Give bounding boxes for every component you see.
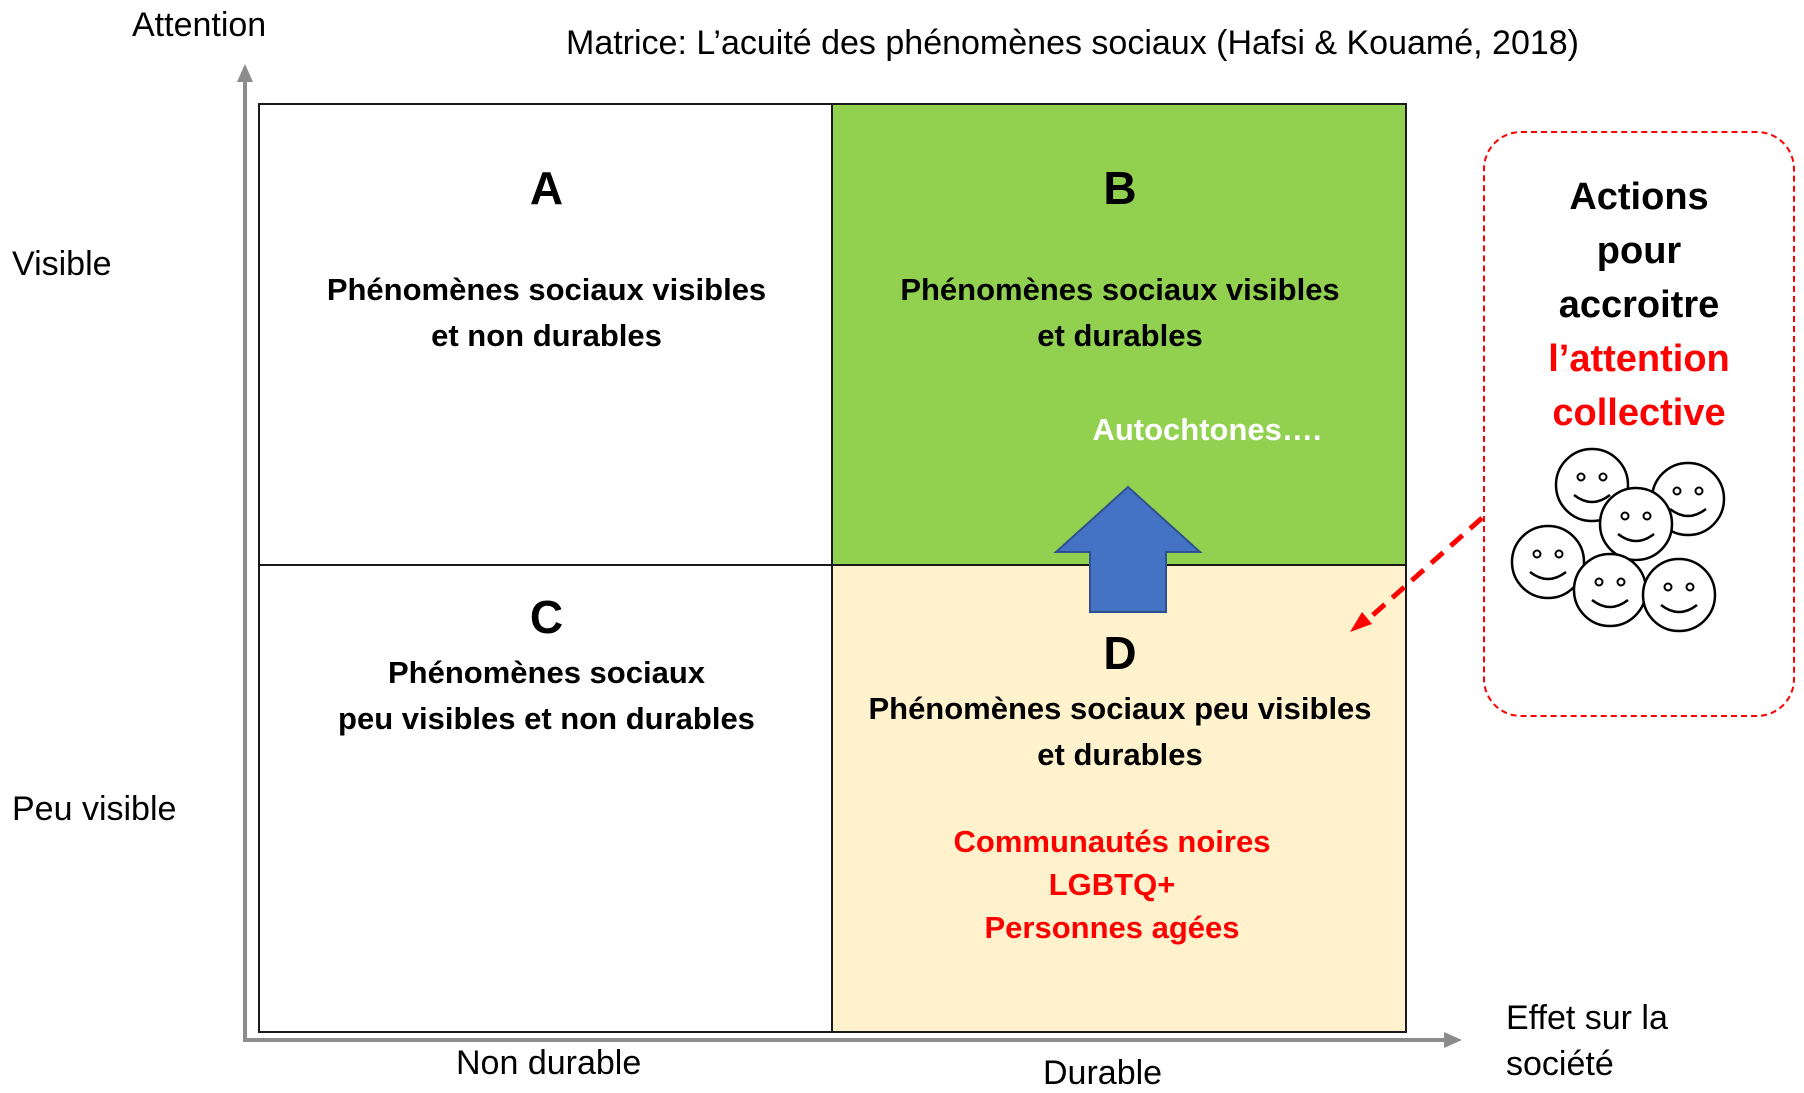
actions-line4: l’attention xyxy=(1548,338,1730,380)
quadrant-b-letter: B xyxy=(1103,162,1137,214)
smiley-face-icon xyxy=(1572,552,1648,628)
smiley-face-icon xyxy=(1641,557,1717,633)
quadrant-c-description: Phénomènes sociaux peu visibles et non d… xyxy=(260,650,833,742)
quadrant-c: C Phénomènes sociaux peu visibles et non… xyxy=(258,564,833,1033)
dashed-connector-arrowhead xyxy=(1350,612,1372,632)
y-axis-title: Attention xyxy=(132,6,267,44)
quadrant-a-letter: A xyxy=(529,162,564,214)
quadrant-d-line2: et durables xyxy=(1037,737,1203,772)
quadrant-d-description: Phénomènes sociaux peu visibles et durab… xyxy=(833,686,1407,778)
quadrant-b-example: Autochtones…. xyxy=(1092,412,1322,447)
quadrant-b: B Phénomènes sociaux visibles et durable… xyxy=(831,103,1407,566)
example-lgbtq: LGBTQ+ xyxy=(1048,867,1176,902)
actions-line1: Actions xyxy=(1569,176,1709,218)
y-axis-high-label: Visible xyxy=(12,245,112,283)
quadrant-a: A Phénomènes sociaux visibles et non dur… xyxy=(258,103,833,566)
quadrant-a-description: Phénomènes sociaux visibles et non durab… xyxy=(260,267,833,359)
quadrant-a-line1: Phénomènes sociaux visibles xyxy=(326,272,767,307)
quadrant-d: D Phénomènes sociaux peu visibles et dur… xyxy=(831,564,1407,1033)
actions-callout-box xyxy=(1483,131,1795,717)
quadrant-a-line2: et non durables xyxy=(431,318,662,353)
y-axis-low-label: Peu visible xyxy=(12,790,177,828)
quadrant-c-line2: peu visibles et non durables xyxy=(338,701,755,736)
x-axis-arrowhead xyxy=(1444,1032,1462,1048)
dashed-connector-line xyxy=(1363,516,1484,624)
example-black-communities: Communautés noires xyxy=(953,824,1271,859)
quadrant-d-line1: Phénomènes sociaux peu visibles xyxy=(868,691,1372,726)
diagram-title: Matrice: L’acuité des phénomènes sociaux… xyxy=(566,24,1579,62)
actions-line2: pour xyxy=(1596,230,1682,272)
y-axis-arrowhead xyxy=(237,64,253,82)
x-axis-title-line1: Effet sur la xyxy=(1506,999,1668,1037)
example-elderly: Personnes agées xyxy=(984,910,1240,945)
x-axis-right-label: Durable xyxy=(1043,1054,1163,1092)
quadrant-d-letter: D xyxy=(1103,627,1137,679)
actions-line5: collective xyxy=(1552,392,1726,434)
x-axis-title-line2: société xyxy=(1506,1045,1614,1083)
x-axis-left-label: Non durable xyxy=(456,1044,642,1082)
quadrant-b-line1: Phénomènes sociaux visibles xyxy=(900,272,1340,307)
up-arrow-icon xyxy=(1053,485,1203,613)
smiley-face-icon xyxy=(1598,486,1674,562)
x-axis-title: Effet sur la société xyxy=(1506,995,1668,1087)
quadrant-d-examples: Communautés noires LGBTQ+ Personnes agée… xyxy=(833,820,1391,949)
actions-callout-text: Actions pour accroitre l’attention colle… xyxy=(1483,170,1795,440)
quadrant-b-line2: et durables xyxy=(1037,318,1203,353)
quadrant-c-letter: C xyxy=(529,591,564,643)
quadrant-b-description: Phénomènes sociaux visibles et durables xyxy=(833,267,1407,359)
quadrant-c-line1: Phénomènes sociaux xyxy=(387,655,705,690)
actions-line3: accroitre xyxy=(1558,284,1720,326)
